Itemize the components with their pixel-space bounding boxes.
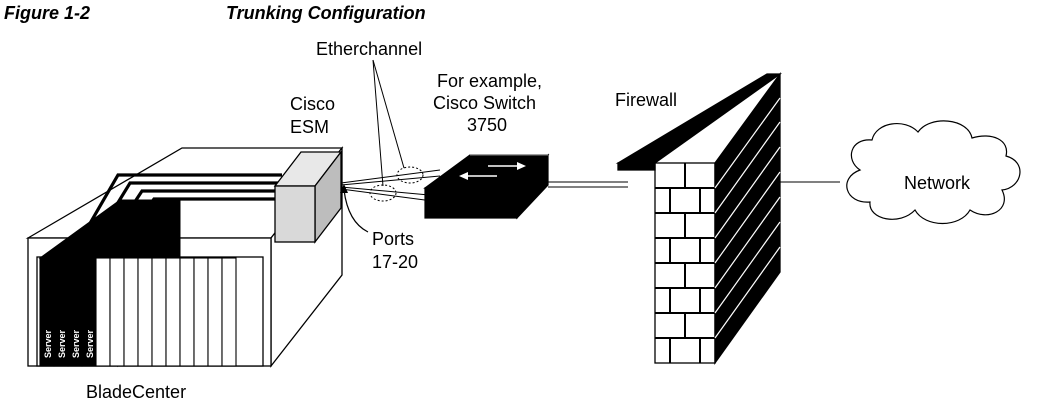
cisco-esm-label-line2: ESM — [290, 117, 329, 137]
switch-label-line1: For example, — [437, 71, 542, 91]
ports-arrow — [343, 189, 369, 233]
etherchannel-pointers — [372, 59, 405, 187]
cisco-esm-module — [273, 150, 343, 244]
cisco-switch-3750 — [423, 153, 550, 220]
cisco-esm-label-line1: Cisco — [290, 94, 335, 114]
switch-firewall-link — [548, 181, 628, 188]
firewall-bricks — [655, 163, 715, 363]
ports-label-line2: 17-20 — [372, 252, 418, 272]
server-label-3: Server — [71, 329, 81, 358]
network-label: Network — [904, 173, 971, 193]
switch-label-line3: 3750 — [467, 115, 507, 135]
switch-arrows-icon — [465, 165, 520, 177]
server-blade-labels: Server Server Server Server — [43, 329, 95, 358]
ports-label-line1: Ports — [372, 229, 414, 249]
bladecenter-label: BladeCenter — [86, 382, 186, 402]
firewall-side-mortar — [714, 97, 781, 339]
uplink-cables — [340, 169, 441, 203]
figure-number: Figure 1-2 — [4, 3, 91, 23]
figure-title: Trunking Configuration — [226, 3, 426, 23]
blade-slots — [39, 257, 237, 367]
switch-label-line2: Cisco Switch — [433, 93, 536, 113]
firewall-wall — [615, 72, 783, 366]
server-label-4: Server — [85, 329, 95, 358]
firewall-label: Firewall — [615, 90, 677, 110]
server-label-2: Server — [57, 329, 67, 358]
network-cloud — [846, 120, 1021, 224]
etherchannel-ellipse-upper — [396, 166, 424, 184]
server-label-1: Server — [43, 329, 53, 358]
etherchannel-label: Etherchannel — [316, 39, 422, 59]
switch-arrowheads-icon — [459, 162, 526, 180]
ports-arrowhead — [340, 184, 348, 193]
